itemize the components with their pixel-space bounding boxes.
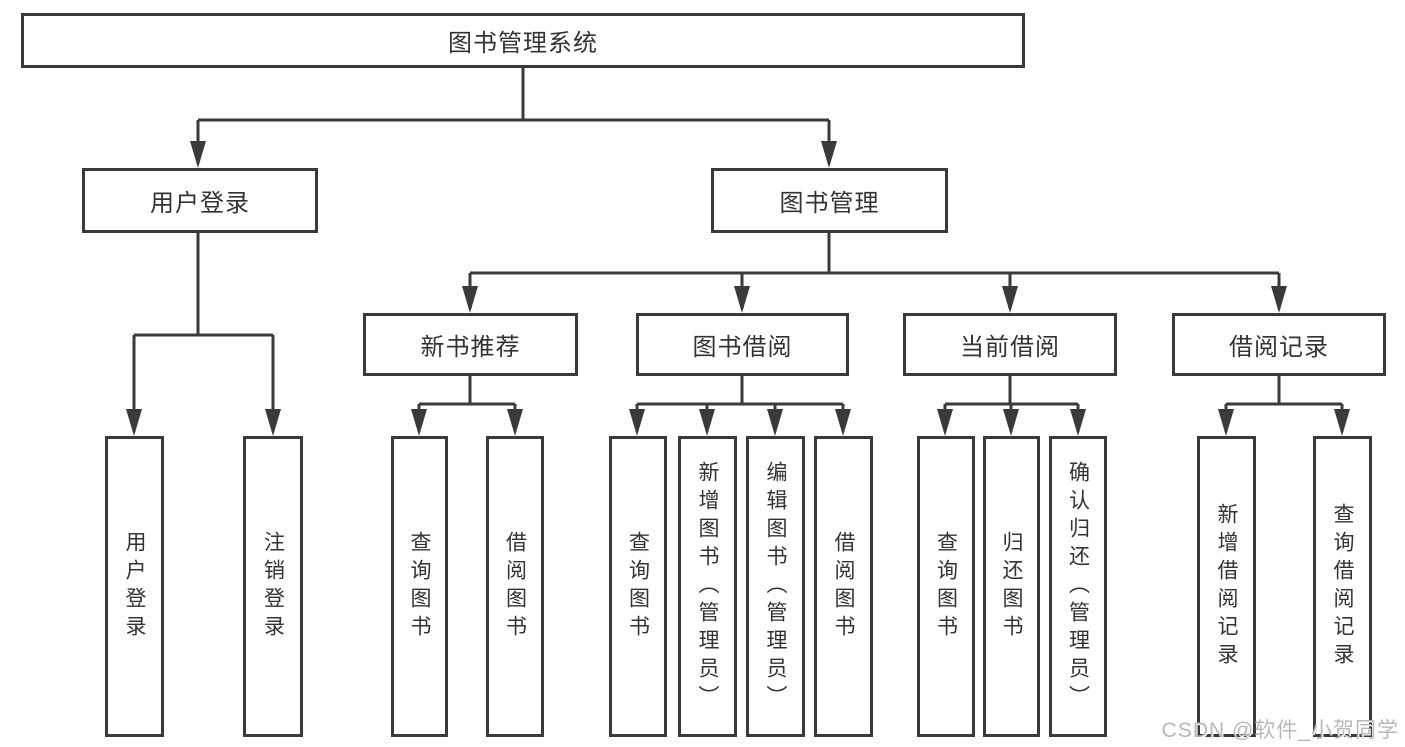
arrowhead [126,409,142,436]
connector-user-login-children [132,233,275,432]
node-leaf-search-books-current: 查询图书 [917,436,975,737]
node-borrowing-records: 借阅记录 [1172,313,1386,376]
arrowhead [1002,286,1018,313]
arrowhead [1070,409,1086,436]
arrowhead [411,409,427,436]
node-leaf-confirm-return-admin: 确认归还（管理员） [1049,436,1107,737]
arrowhead [699,409,715,436]
node-leaf-borrow-books-recommend: 借阅图书 [486,436,544,737]
arrowhead [1218,409,1234,436]
arrowhead [734,286,750,313]
node-current-borrowing: 当前借阅 [903,313,1117,376]
node-new-book-recommend: 新书推荐 [363,313,578,376]
node-leaf-user-login: 用户登录 [105,436,164,737]
connector-borrowing-records-children [1224,376,1344,432]
arrowhead [1334,409,1350,436]
arrowhead [937,409,953,436]
arrowhead [1003,409,1019,436]
connector-current-borrowing-children [943,376,1080,432]
arrowhead [190,141,206,168]
connector-root-to-level2 [196,68,831,164]
node-leaf-add-books-admin: 新增图书（管理员） [678,436,737,737]
node-book-management: 图书管理 [711,168,948,233]
node-leaf-search-borrow-record: 查询借阅记录 [1313,436,1372,737]
connector-book-borrowing-children [635,376,845,432]
arrowhead [629,409,645,436]
node-leaf-search-books-borrowing: 查询图书 [609,436,667,737]
connector-book-management-children [468,233,1281,309]
arrowhead [1271,286,1287,313]
arrowhead [507,409,523,436]
arrowhead [767,409,783,436]
node-leaf-edit-books-admin: 编辑图书（管理员） [746,436,805,737]
node-leaf-add-borrow-record: 新增借阅记录 [1197,436,1256,737]
node-leaf-logout: 注销登录 [243,436,303,737]
node-user-login: 用户登录 [82,168,318,233]
watermark: CSDN @软件_小贺同学 [1161,719,1399,742]
node-leaf-return-books: 归还图书 [983,436,1040,737]
node-leaf-search-books-recommend: 查询图书 [391,436,448,737]
node-book-borrowing: 图书借阅 [636,313,849,376]
node-leaf-borrow-books-borrowing: 借阅图书 [814,436,873,737]
arrowhead [835,409,851,436]
connector-new-book-recommend-children [417,376,517,432]
arrowhead [265,409,281,436]
node-library-management-system: 图书管理系统 [21,13,1025,68]
arrowhead [462,286,478,313]
arrowhead [821,141,837,168]
